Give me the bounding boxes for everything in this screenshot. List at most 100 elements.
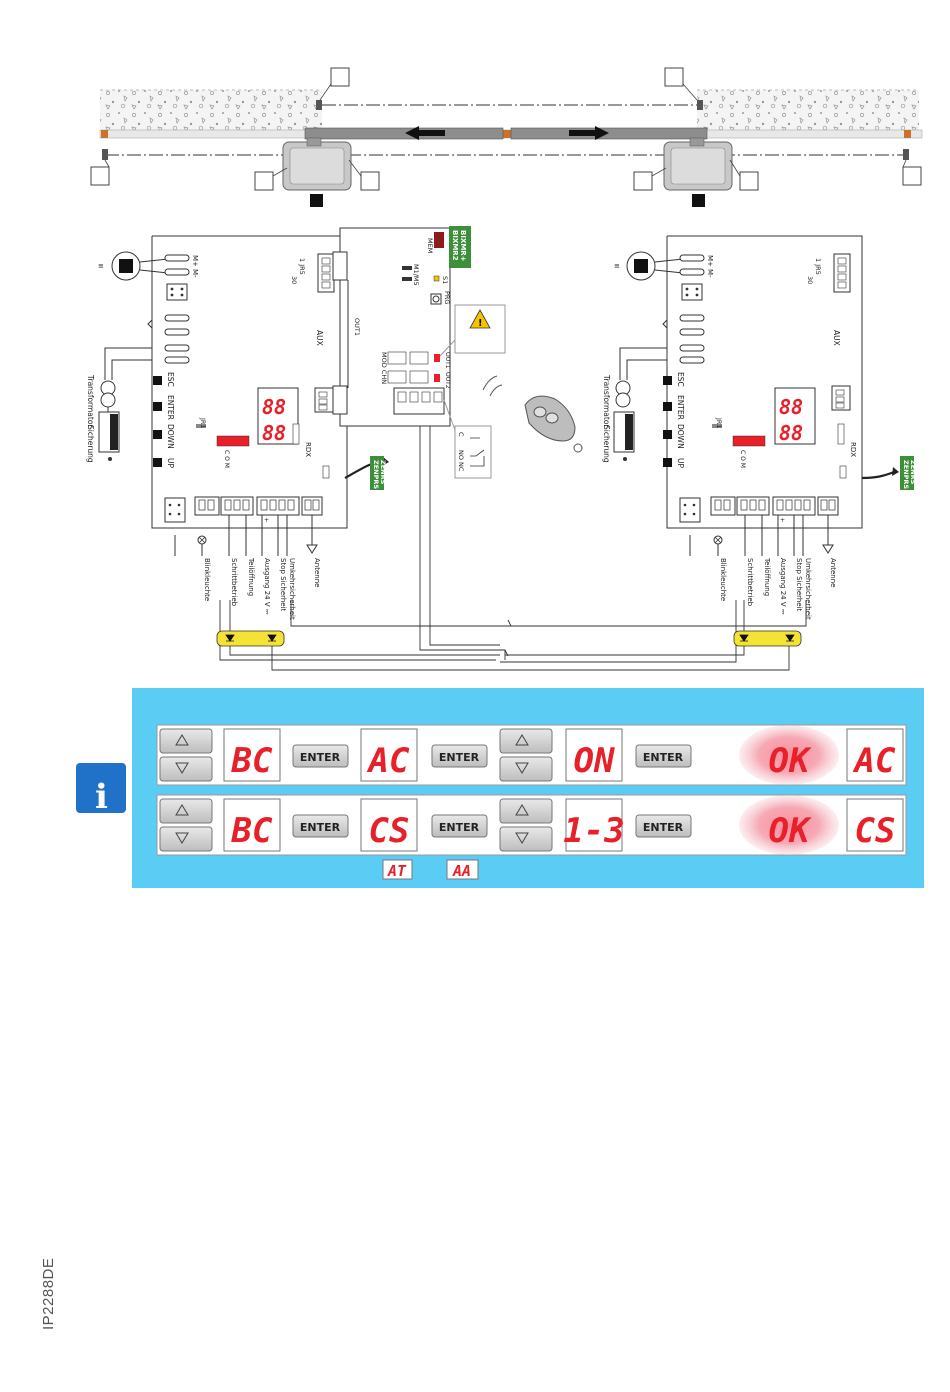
esc-button-label: ESC xyxy=(166,372,175,387)
out1-left-label: OUT1 xyxy=(353,318,361,336)
gate-leaf-right xyxy=(510,127,708,140)
svg-text:Stop Sicherheit: Stop Sicherheit xyxy=(795,558,803,612)
display-result-cs: CS xyxy=(855,811,896,851)
enter-button xyxy=(635,744,692,768)
svg-text:ENTER: ENTER xyxy=(439,751,480,764)
mem-label: MEM xyxy=(426,238,434,253)
svg-text:C O M: C O M xyxy=(223,450,230,468)
display-on: ON xyxy=(574,741,615,781)
svg-text:88: 88 xyxy=(779,395,803,419)
display-ac: AC xyxy=(367,741,410,781)
svg-text:+: + xyxy=(780,517,785,524)
svg-text:i: i xyxy=(95,777,108,817)
svg-text:Transformator: Transformator xyxy=(602,374,611,428)
display-aa: AA xyxy=(452,862,471,880)
svg-text:C: C xyxy=(457,432,465,437)
s1-label: S1 xyxy=(441,276,449,284)
info-icon xyxy=(76,763,126,813)
module-tag-right xyxy=(900,456,914,490)
svg-text:+: + xyxy=(264,517,269,524)
svg-text:ESC: ESC xyxy=(676,372,685,387)
svg-text:UP: UP xyxy=(676,458,685,468)
procedure-row-1: BC ENTER AC ENTER ON ENTER OK AC xyxy=(159,725,904,785)
procedure-panel: BC ENTER AC ENTER ON ENTER OK AC xyxy=(132,688,924,888)
wiring xyxy=(216,426,807,671)
led-display xyxy=(257,387,299,445)
rdx-label: RDX xyxy=(304,442,312,457)
svg-text:NC: NC xyxy=(457,462,465,472)
wall-left xyxy=(100,90,322,132)
svg-text:Sicherung: Sicherung xyxy=(602,425,611,463)
svg-text:1 JR5: 1 JR5 xyxy=(814,258,822,275)
svg-text:AUX: AUX xyxy=(832,330,841,346)
display-bc: BC xyxy=(231,741,273,781)
svg-text:Teilöffnung: Teilöffnung xyxy=(763,557,771,596)
bixmr-module-tag xyxy=(449,226,471,268)
svg-text:ENTER: ENTER xyxy=(439,821,480,834)
svg-text:88: 88 xyxy=(262,395,286,419)
svg-text:ENTER: ENTER xyxy=(643,751,684,764)
enter-button xyxy=(431,814,488,838)
svg-text:NO: NO xyxy=(457,450,465,460)
svg-text:ZENRS: ZENRS xyxy=(909,460,917,485)
svg-text:M-: M- xyxy=(706,269,714,278)
wall-right xyxy=(697,90,919,132)
enter-button-label: ENTER xyxy=(166,395,175,420)
motor-left xyxy=(282,137,352,191)
transformer-icon xyxy=(100,380,116,408)
svg-text:≡: ≡ xyxy=(614,262,620,270)
svg-text:M+: M+ xyxy=(706,255,714,267)
svg-text:M-: M- xyxy=(191,269,199,278)
enter-button xyxy=(292,744,349,768)
svg-text:≡: ≡ xyxy=(98,262,104,270)
display-1-3: 1-3 xyxy=(563,811,624,851)
display-ok: OK xyxy=(769,741,812,781)
svg-text:30: 30 xyxy=(290,276,298,284)
svg-text:!: ! xyxy=(478,318,483,329)
m1m5-label: M1/M5 xyxy=(412,264,420,286)
out1-label: OUT1 xyxy=(444,352,451,369)
svg-text:88: 88 xyxy=(779,421,803,445)
enter-button xyxy=(635,814,692,838)
svg-text:Ausgang 24 V ⎓: Ausgang 24 V ⎓ xyxy=(779,558,787,615)
arrow-left-icon xyxy=(405,126,445,140)
control-board-right: ≡ M+ M- Transformator Sicherung ESC ENTE… xyxy=(602,235,917,620)
photocell-icon xyxy=(316,100,322,110)
document-code: IP2288DE xyxy=(40,1257,57,1330)
remote-control-icon xyxy=(482,375,583,453)
up-button-label: UP xyxy=(166,458,175,468)
svg-text:M+: M+ xyxy=(191,255,199,267)
prg-label: PRG xyxy=(443,291,451,304)
photocell-icon xyxy=(697,100,703,110)
motor-minus-label: M- xyxy=(191,269,199,278)
arrow-right-icon xyxy=(569,126,609,140)
out2-label: OUT2 xyxy=(444,372,451,389)
svg-text:ENTER: ENTER xyxy=(300,751,341,764)
antenna-icon xyxy=(822,544,834,554)
fuse-label: Sicherung xyxy=(86,425,95,463)
svg-text:DOWN: DOWN xyxy=(676,424,685,449)
fuse-icon xyxy=(98,411,120,453)
svg-text:88: 88 xyxy=(262,421,286,445)
terminal-stop-label: Stop Sicherheit xyxy=(279,558,287,612)
terminal-24v-label: Ausgang 24 V ⎓ xyxy=(263,558,271,615)
receiver-module: BIXMR2 BIXMR+ MEM M1/M5 S1 PRG OUT1 OUT1… xyxy=(332,226,583,479)
module-tag-left xyxy=(370,456,384,490)
led-display xyxy=(774,387,816,445)
antenna-icon xyxy=(306,544,318,554)
svg-text:30: 30 xyxy=(806,276,814,284)
svg-text:BIXMR+: BIXMR+ xyxy=(459,230,467,262)
display-ok: OK xyxy=(769,811,812,851)
enter-button xyxy=(431,744,488,768)
svg-text:1 JR5: 1 JR5 xyxy=(298,258,306,275)
terminal-step-label: Schrittbetrieb xyxy=(230,558,238,607)
display-at: AT xyxy=(387,862,407,880)
svg-text:Blinkleuchte: Blinkleuchte xyxy=(719,558,727,601)
transformer-label: Transformator xyxy=(86,374,95,428)
mod-chn-label: MOD CHN xyxy=(380,352,388,384)
procedure-row-2: BC ENTER CS ENTER 1-3 ENTER OK CS xyxy=(159,795,904,855)
aux-label: AUX xyxy=(315,330,324,346)
down-button-label: DOWN xyxy=(166,424,175,449)
terminal-lamp-label: Blinkleuchte xyxy=(203,558,211,601)
